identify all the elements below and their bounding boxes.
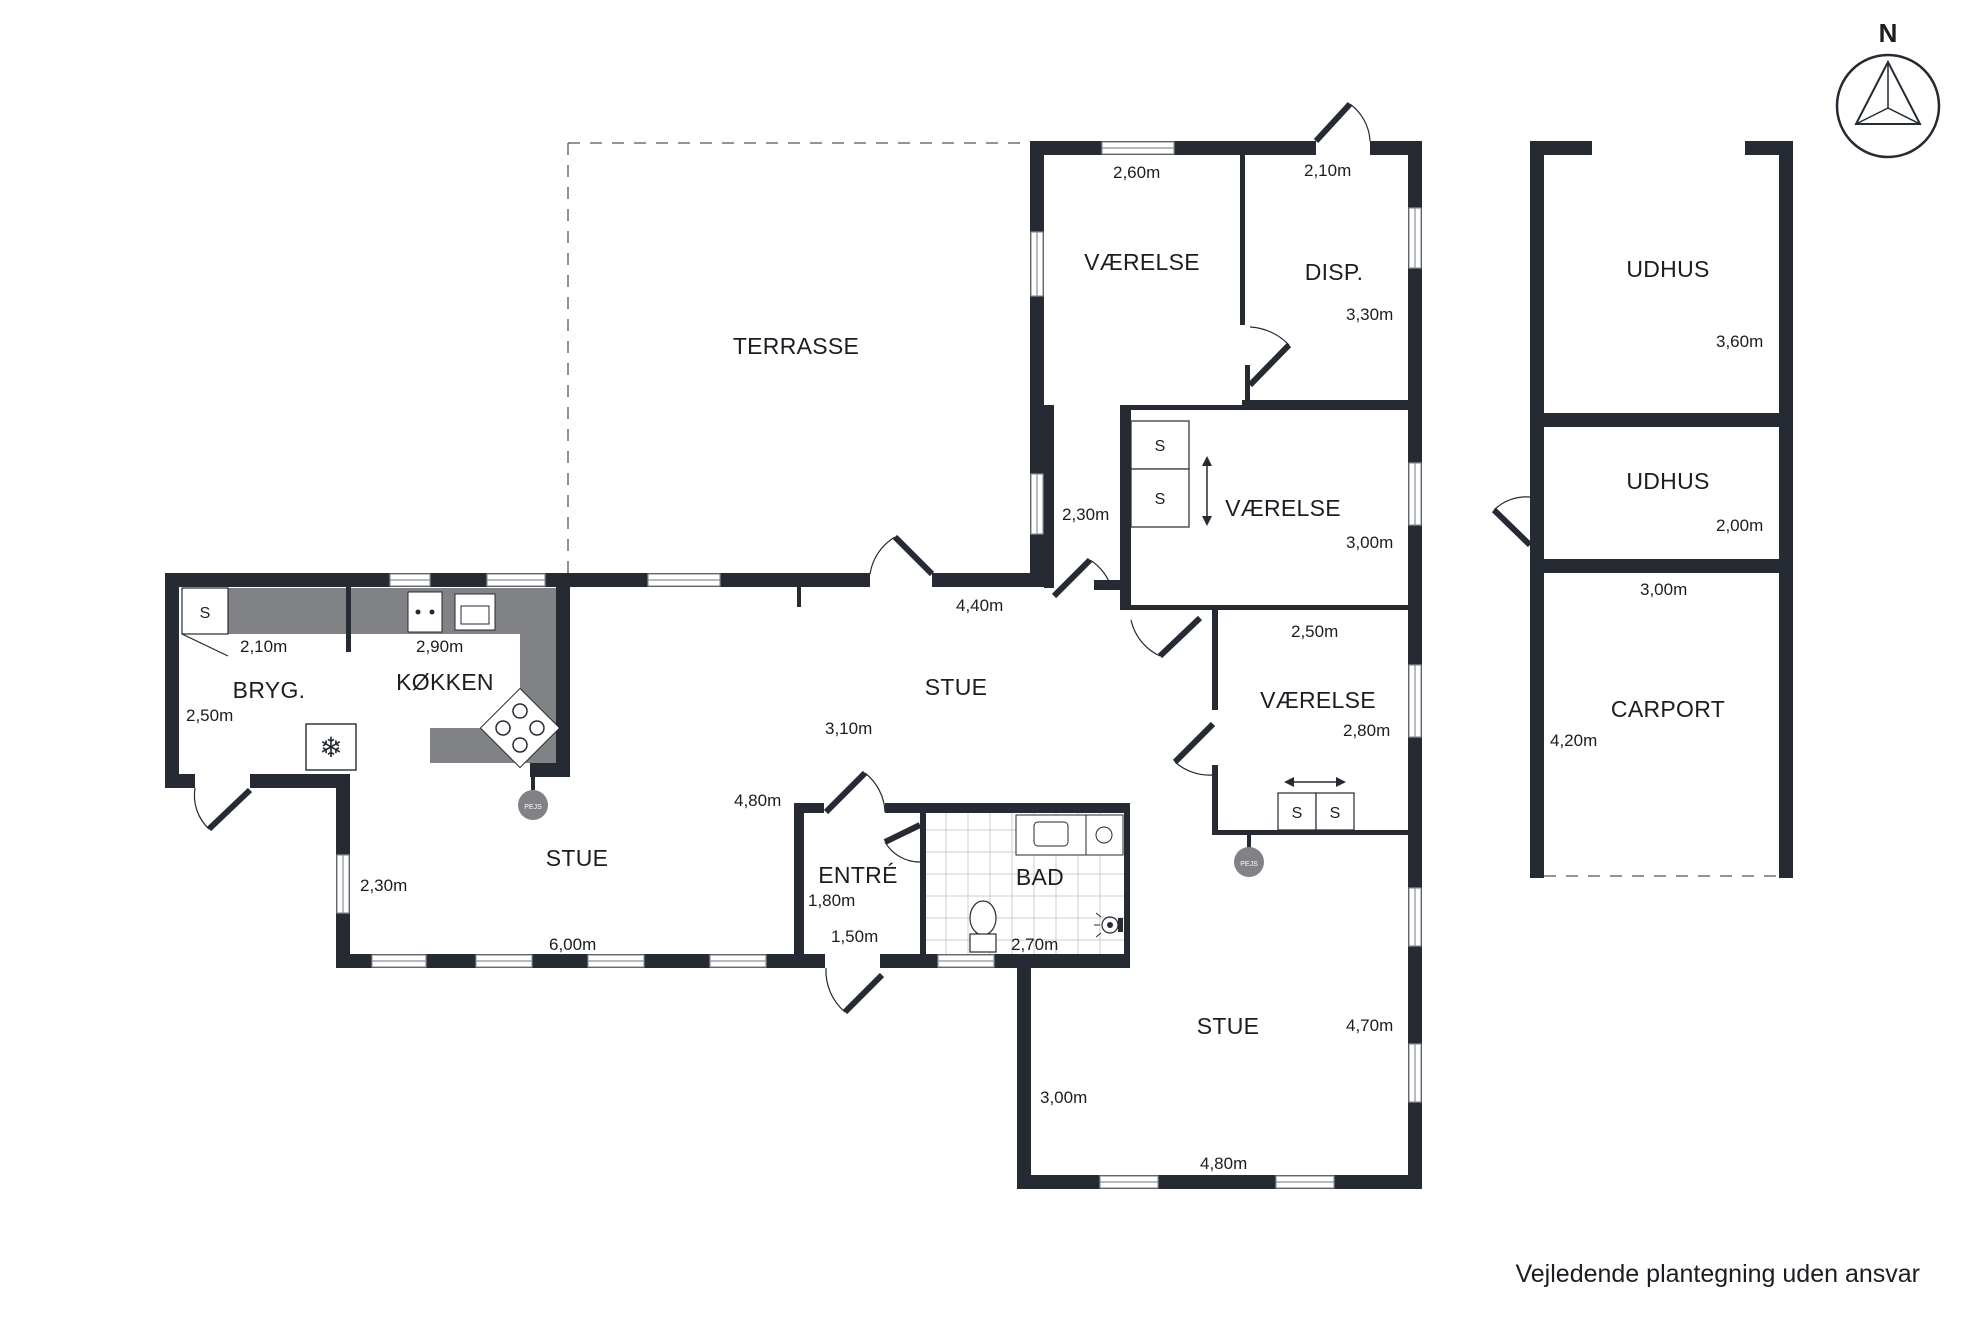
wardrobe-s-label: S [1330,805,1341,822]
dimension-label: 2,60m [1113,163,1160,182]
dimension-label: 2,80m [1343,721,1390,740]
freezer-icon [305,723,357,771]
dimension-label: 4,40m [956,596,1003,615]
room-label-udhus: UDHUS [1626,256,1709,282]
fireplace-icon: PEJS [1234,835,1264,877]
dimension-label: 2,30m [1062,505,1109,524]
wardrobe-s-label: S [1292,805,1303,822]
windows [336,141,1422,1189]
shower-icon [1085,814,1124,856]
room-label-stue: STUE [546,845,609,871]
bathroom-sink-icon [1015,814,1087,856]
wardrobe-s-label: S [1155,491,1166,508]
compass: N [1835,18,1941,159]
room-label-disp: DISP. [1305,259,1364,285]
bryg-s-cabinet-label: S [200,605,211,622]
compass-north-label: N [1879,18,1898,48]
room-label-vaerelse: VÆRELSE [1084,249,1200,275]
svg-text:❄: ❄ [319,731,342,764]
room-label-carport: CARPORT [1611,696,1725,722]
dimension-label: 3,10m [825,719,872,738]
room-label-vaerelse: VÆRELSE [1225,495,1341,521]
dimension-label: 4,70m [1346,1016,1393,1035]
room-label-bryg: BRYG. [233,677,306,703]
wardrobes: S S S S [1130,420,1355,831]
svg-text:PEJS: PEJS [524,804,542,811]
dimension-label: 2,90m [416,637,463,656]
outbuilding-walls [1530,141,1793,878]
light-icon [1094,912,1123,938]
room-label-stue: STUE [1197,1013,1260,1039]
dimension-label: 3,00m [1346,533,1393,552]
dimension-label: 3,00m [1040,1088,1087,1107]
room-label-entre: ENTRÉ [818,862,897,888]
dimension-label: 2,30m [360,876,407,895]
wardrobe-s-label: S [1155,438,1166,455]
toilet-icon [969,900,997,953]
dimension-label: 1,80m [808,891,855,910]
dimension-label: 1,50m [831,927,878,946]
kitchen-fixtures: S ❄ PEJS [181,587,561,820]
dimension-labels: 2,60m 2,10m 3,30m 2,30m 3,00m 4,40m 2,50… [186,161,1763,1173]
room-label-udhus: UDHUS [1626,468,1709,494]
dimension-label: 2,70m [1011,935,1058,954]
svg-text:PEJS: PEJS [1240,861,1258,868]
dimension-label: 3,60m [1716,332,1763,351]
dimension-label: 2,10m [1304,161,1351,180]
room-label-kokken: KØKKEN [396,669,494,695]
dimension-label: 6,00m [549,935,596,954]
dimension-label: 4,80m [1200,1154,1247,1173]
doors [193,101,1533,1015]
dimension-label: 2,10m [240,637,287,656]
dimension-label: 2,50m [1291,622,1338,641]
dimension-label: 4,80m [734,791,781,810]
dimension-label: 2,50m [186,706,233,725]
bathroom-fixtures [926,813,1124,954]
room-labels: TERRASSE VÆRELSE DISP. VÆRELSE VÆRELSE B… [233,249,1725,1039]
disclaimer-text: Vejledende plantegning uden ansvar [1515,1260,1920,1288]
terrace-outline [567,142,1030,580]
room-label-terrasse: TERRASSE [733,333,859,359]
room-label-bad: BAD [1016,864,1064,890]
dimension-label: 3,30m [1346,305,1393,324]
room-label-stue: STUE [925,674,988,700]
fireplace-icon: PEJS [518,777,548,820]
dishwasher-icon [407,591,443,633]
dimension-label: 2,00m [1716,516,1763,535]
dimension-label: 4,20m [1550,731,1597,750]
dimension-label: 3,00m [1640,580,1687,599]
stove-icon [479,687,561,769]
room-label-vaerelse: VÆRELSE [1260,687,1376,713]
